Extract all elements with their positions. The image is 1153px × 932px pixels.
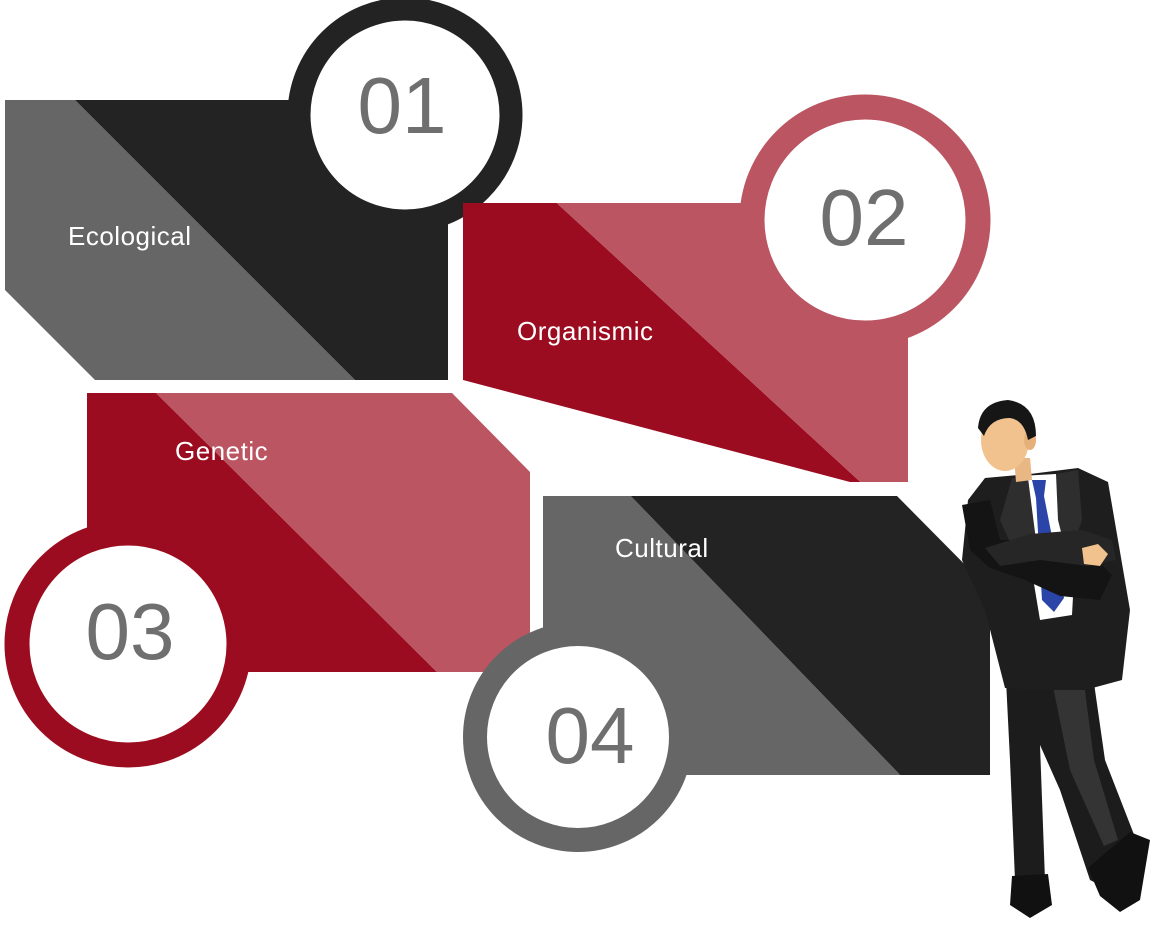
step-number-04: 04 [546, 691, 635, 780]
step-label-cultural: Cultural [615, 533, 709, 563]
panel-cultural: 04 Cultural [463, 496, 990, 852]
businessman-shoe-left [1010, 874, 1052, 918]
panel-ecological: 01 Ecological [5, 0, 523, 380]
step-label-organismic: Organismic [517, 316, 653, 346]
step-label-genetic: Genetic [175, 436, 268, 466]
step-number-01: 01 [358, 61, 447, 150]
step-number-03: 03 [86, 587, 175, 676]
businessman-trouser-highlight [1050, 668, 1118, 846]
panel-ecological-light-half [5, 100, 395, 380]
businessman-leaning-arms-crossed-icon [962, 400, 1150, 918]
businessman-shoe-right [1088, 832, 1150, 912]
businessman-hand [1082, 544, 1108, 566]
panel-organismic: 02 Organismic [463, 94, 991, 482]
step-circle-03 [4, 520, 252, 768]
step-circle-01 [287, 0, 523, 233]
businessman-hair [978, 400, 1036, 440]
panel-genetic: 03 Genetic [4, 393, 530, 768]
businessman-face [981, 409, 1029, 471]
step-label-ecological: Ecological [68, 221, 192, 251]
step-circle-04 [463, 622, 693, 852]
panel-cultural-dark-half [625, 496, 990, 775]
step-number-02: 02 [820, 173, 909, 262]
step-circle-02 [739, 94, 991, 346]
panel-genetic-light-half [148, 393, 530, 672]
